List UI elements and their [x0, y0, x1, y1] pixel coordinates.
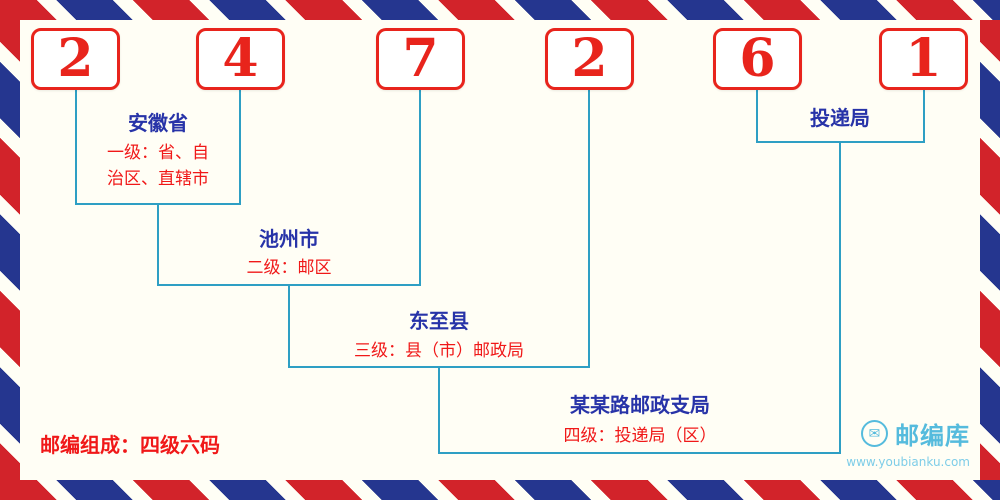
airmail-border-top	[0, 0, 1000, 20]
connector-line	[438, 367, 440, 453]
digit-1: 2	[57, 28, 94, 89]
level3-description: 三级：县（市）邮政局	[354, 341, 524, 361]
digit-box-5: 6	[713, 28, 802, 90]
digit-3: 7	[402, 28, 439, 89]
connector-line	[756, 90, 758, 142]
digit-6: 1	[905, 28, 942, 89]
level4-branch-name: 某某路邮政支局	[570, 393, 710, 417]
connector-line	[239, 90, 241, 204]
connector-line	[419, 90, 421, 285]
connector-line	[288, 285, 290, 367]
digit-2: 4	[222, 28, 259, 89]
connector-line	[839, 142, 841, 453]
digit-5: 6	[739, 28, 776, 89]
digit-box-1: 2	[31, 28, 120, 90]
level1-description: 一级：省、自 治区、直辖市	[107, 143, 209, 189]
brand-name: 邮编库	[895, 422, 970, 450]
brand-watermark: ✉ 邮编库 www.youbianku.com	[846, 416, 970, 469]
level2-region-name: 池州市	[259, 227, 319, 251]
level3-region-name: 东至县	[409, 309, 469, 333]
connector-line	[588, 90, 590, 367]
brand-url: www.youbianku.com	[846, 455, 970, 469]
digit-box-3: 7	[376, 28, 465, 90]
digit-box-2: 4	[196, 28, 285, 90]
connector-line	[157, 204, 159, 285]
airmail-border-left	[0, 0, 20, 500]
airmail-border-right	[980, 0, 1000, 500]
connector-line	[75, 90, 77, 204]
delivery-office-label: 投递局	[810, 106, 870, 130]
digit-4: 2	[571, 28, 608, 89]
level2-description: 二级：邮区	[246, 258, 332, 278]
composition-note: 邮编组成：四级六码	[40, 433, 220, 457]
digit-box-4: 2	[545, 28, 634, 90]
envelope-circle-icon: ✉	[861, 420, 888, 447]
connector-line	[438, 452, 841, 454]
digit-box-6: 1	[879, 28, 968, 90]
airmail-border-bottom	[0, 480, 1000, 500]
connector-line	[923, 90, 925, 142]
level1-region-name: 安徽省	[128, 111, 188, 135]
level4-description: 四级：投递局（区）	[563, 426, 717, 446]
